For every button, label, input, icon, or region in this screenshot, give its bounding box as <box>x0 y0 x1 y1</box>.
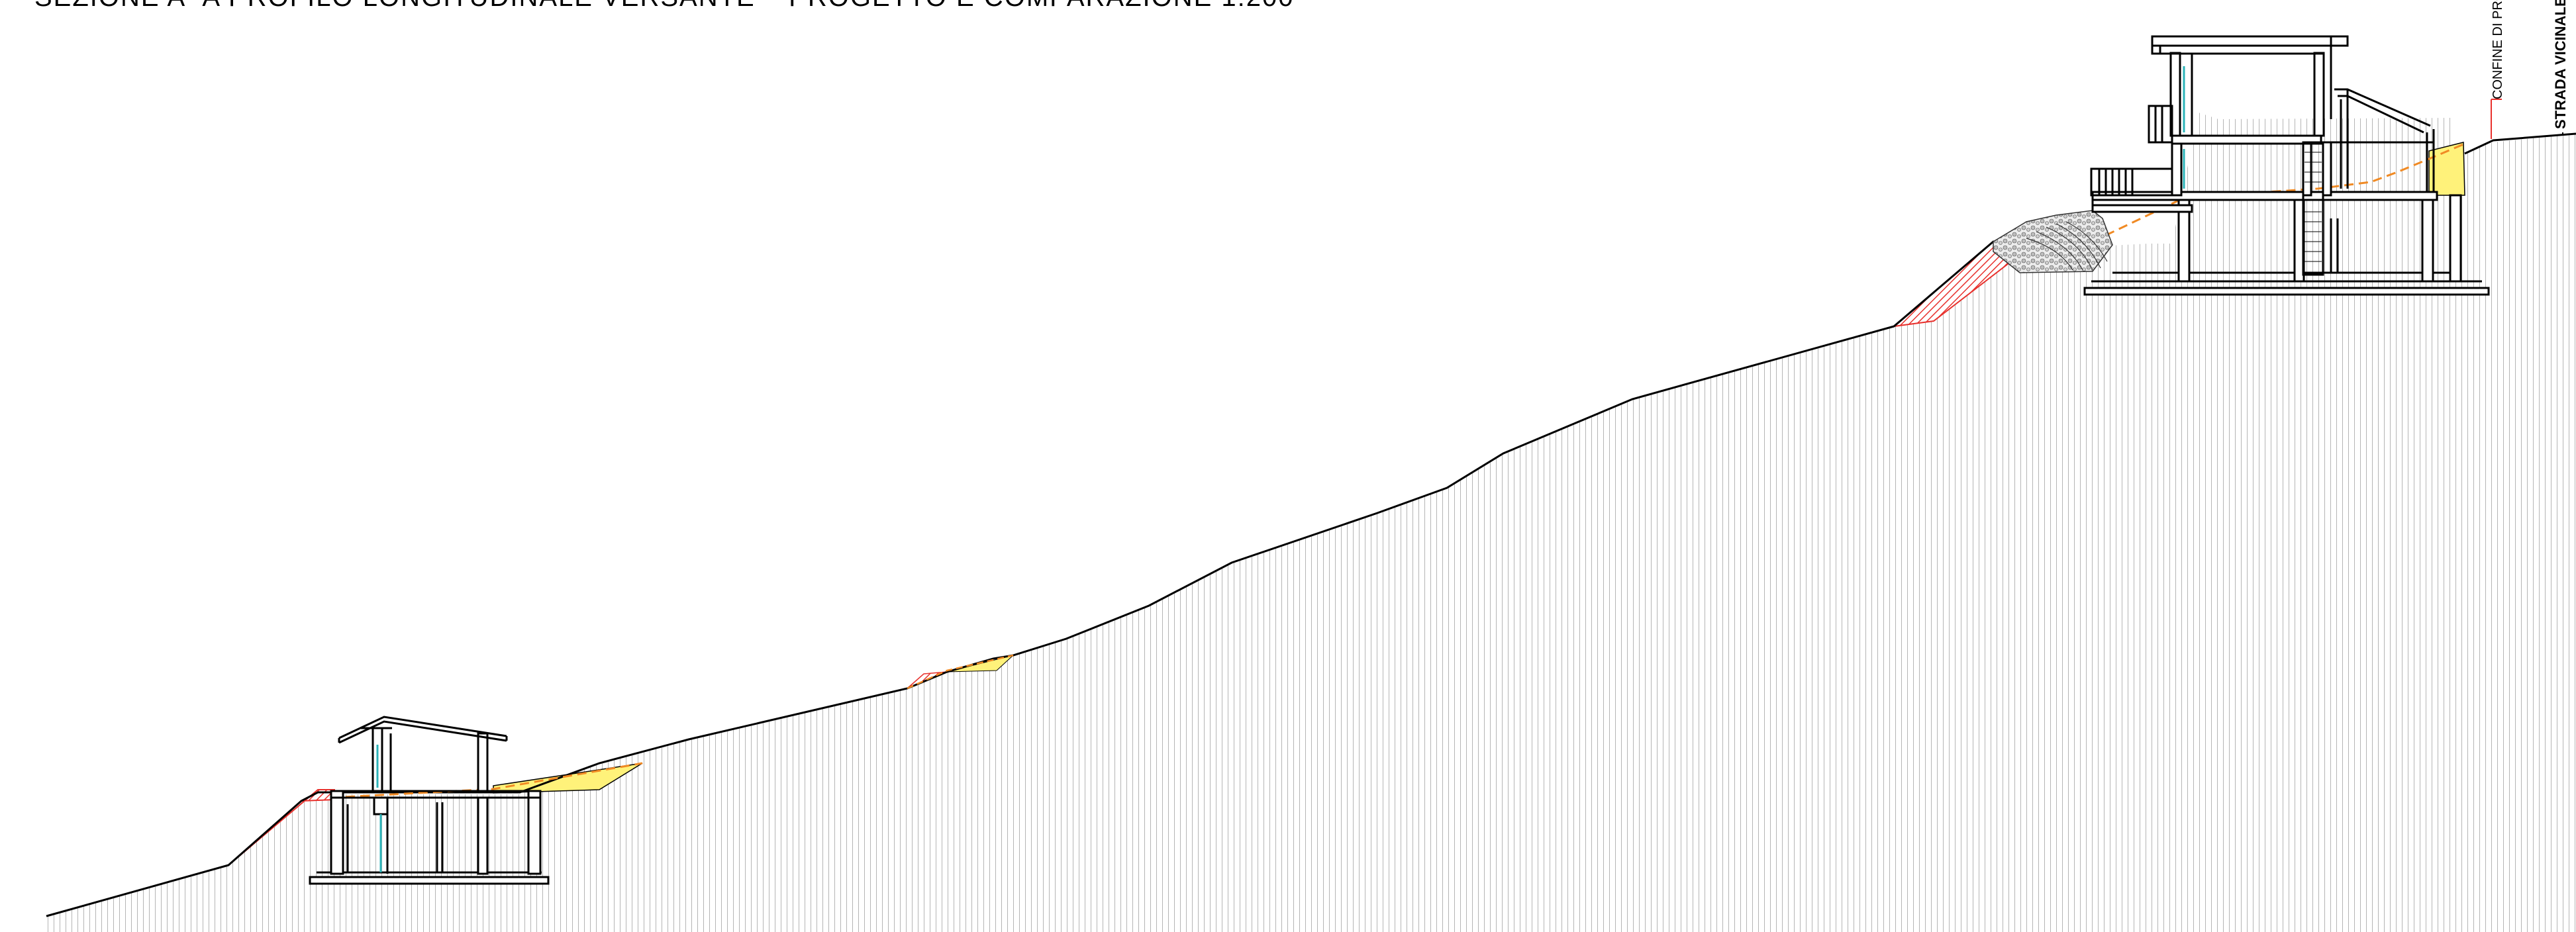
terrain-profile-line-top <box>2464 132 2576 155</box>
building-left-section <box>309 716 550 885</box>
terrain-hatch <box>46 113 2576 932</box>
fill-area-right <box>2428 142 2465 196</box>
building-right-section <box>2083 35 2490 296</box>
road-label: STRADA VICINALE <box>2552 0 2569 129</box>
gravel-embankment <box>1993 210 2113 273</box>
existing-profile-line-middle <box>907 654 1014 690</box>
building-left-glazing <box>376 745 382 872</box>
drawing-title: SEZIONE A–A PROFILO LONGITUDINALE VERSAN… <box>34 0 1295 13</box>
embankment-lines <box>2026 221 2108 271</box>
existing-profile-line <box>330 762 643 799</box>
property-boundary-label: CONFINE DI PROPRIETÀ <box>2490 0 2505 99</box>
stair-treads <box>2304 152 2322 262</box>
